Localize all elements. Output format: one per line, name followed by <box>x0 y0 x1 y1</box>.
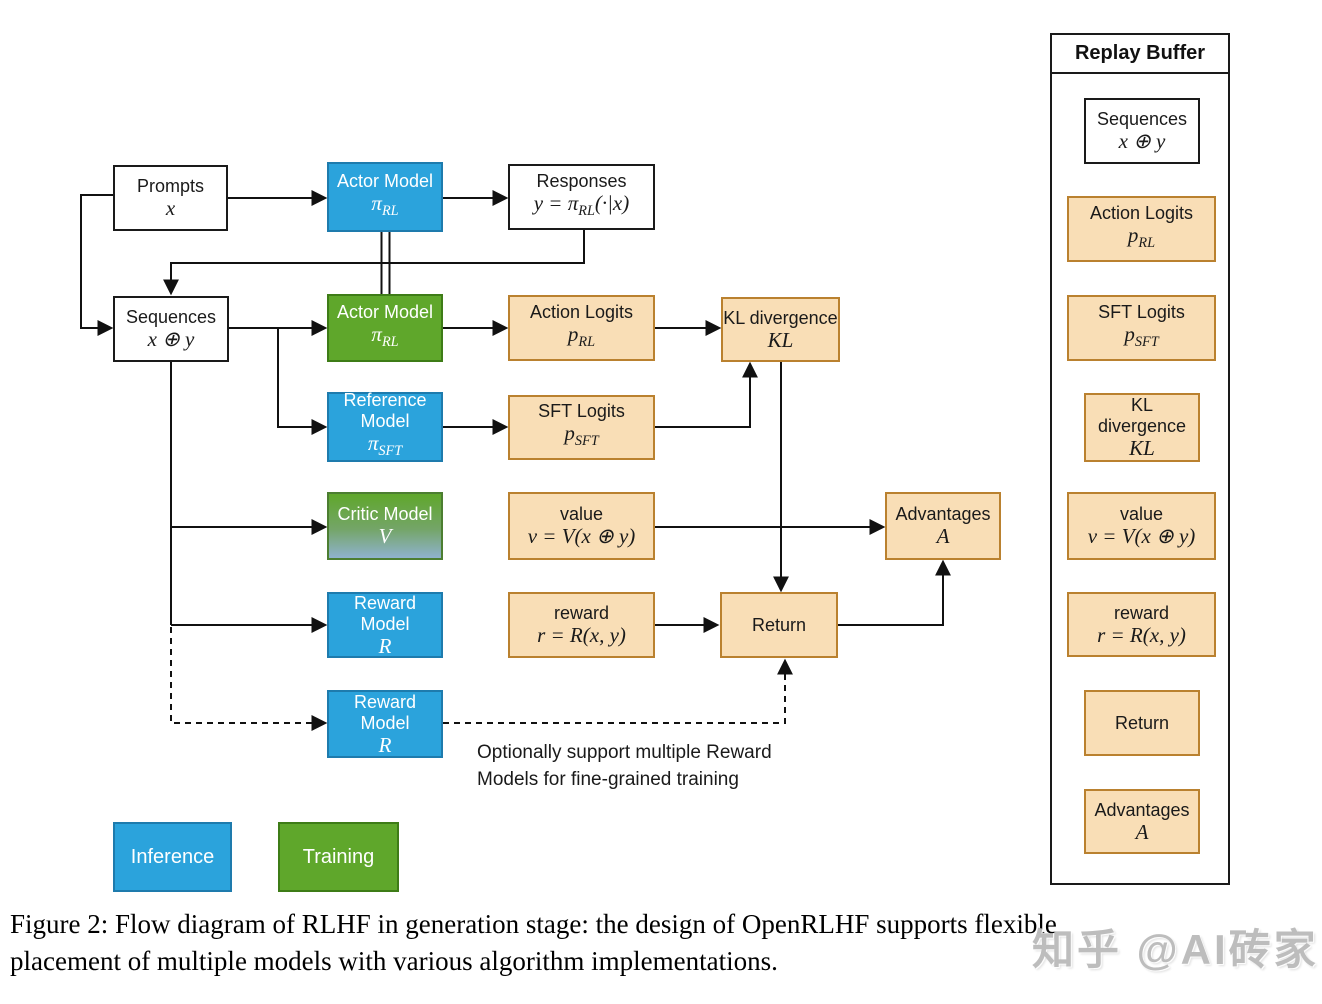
node-title: Sequences <box>1096 109 1188 129</box>
node-title: Actor Model <box>336 301 434 322</box>
legend-training-label: Training <box>302 845 375 868</box>
node-actor-model-inference: Actor Model πRL <box>327 162 443 232</box>
node-reward-model: Reward Model R <box>327 592 443 658</box>
node-action-logits: Action Logits pRL <box>508 295 655 361</box>
node-title: reward <box>1113 602 1170 623</box>
replay-buffer-title: Replay Buffer <box>1052 35 1228 74</box>
node-title: Action Logits <box>1089 202 1194 223</box>
node-title: Reward Model <box>353 592 417 634</box>
node-title: Advantages <box>895 504 991 524</box>
replay-item-return: Return <box>1084 690 1200 756</box>
node-math: y = πRL(·|x) <box>533 190 630 220</box>
node-title: SFT Logits <box>538 401 625 422</box>
arrow-sequences-to-optional-reward-model <box>170 627 328 731</box>
node-title: Return <box>1114 712 1170 733</box>
node-math: πRL <box>371 321 399 351</box>
node-kl-divergence: KL divergence KL <box>721 297 840 362</box>
node-title: Prompts <box>136 176 205 196</box>
node-critic-model: Critic Model V <box>327 492 443 560</box>
node-actor-model-training: Actor Model πRL <box>327 294 443 362</box>
zhihu-watermark: 知乎 @AI砖家 <box>1032 926 1319 973</box>
node-math: KL <box>767 327 794 352</box>
node-title: Return <box>751 614 807 635</box>
caption-line-2: placement of multiple models with variou… <box>10 946 778 976</box>
node-math: A <box>1135 819 1149 844</box>
node-title: Critic Model <box>337 504 433 524</box>
replay-item-value: value v = V(x ⊕ y) <box>1067 492 1216 560</box>
replay-item-sequences: Sequences x ⊕ y <box>1084 98 1200 164</box>
note-line-1: Optionally support multiple Reward <box>477 742 772 763</box>
node-title: SFT Logits <box>1098 301 1185 322</box>
node-math: pRL <box>567 321 596 351</box>
link-actor-weight-sync-double-line <box>380 232 391 294</box>
node-math: KL <box>1129 436 1155 460</box>
node-math: v = V(x ⊕ y) <box>527 524 636 548</box>
replay-item-advantages: Advantages A <box>1084 789 1200 854</box>
node-title: KL divergence <box>1097 395 1187 436</box>
legend-training: Training <box>278 822 399 892</box>
node-math: v = V(x ⊕ y) <box>1087 524 1196 548</box>
node-return: Return <box>720 592 838 658</box>
arrow-prompts-to-sequences <box>80 194 114 336</box>
node-math: A <box>936 524 950 548</box>
node-value: value v = V(x ⊕ y) <box>508 492 655 560</box>
node-math: r = R(x, y) <box>1097 622 1186 647</box>
arrow-return-to-advantages <box>838 559 951 626</box>
node-math: V <box>378 524 392 548</box>
node-title: Reference Model <box>343 390 427 432</box>
node-math: x ⊕ y <box>147 327 195 351</box>
node-title: Reward Model <box>353 691 417 733</box>
node-title: Sequences <box>125 307 217 327</box>
node-title: Action Logits <box>529 301 634 322</box>
node-math: pSFT <box>1124 321 1159 351</box>
replay-item-reward: reward r = R(x, y) <box>1067 592 1216 657</box>
node-title: value <box>559 504 604 524</box>
node-math: r = R(x, y) <box>537 623 626 647</box>
arrow-optional-reward-to-return <box>443 658 793 724</box>
node-math: πRL <box>371 190 399 220</box>
optional-reward-note: Optionally support multiple Reward Model… <box>477 739 772 793</box>
arrow-sequences-to-reference <box>277 328 328 435</box>
node-math: x <box>165 196 176 220</box>
node-sft-logits: SFT Logits pSFT <box>508 395 655 460</box>
replay-item-action-logits: Action Logits pRL <box>1067 196 1216 262</box>
node-title: Actor Model <box>336 170 434 191</box>
node-sequences: Sequences x ⊕ y <box>113 296 229 362</box>
node-responses: Responses y = πRL(·|x) <box>508 164 655 230</box>
legend-inference-label: Inference <box>130 845 215 868</box>
node-title: KL divergence <box>723 307 838 328</box>
node-reward-model-optional: Reward Model R <box>327 690 443 758</box>
arrow-sft-logits-to-kl <box>655 361 758 428</box>
node-math: πSFT <box>367 431 403 460</box>
node-math: R <box>378 633 392 658</box>
node-reference-model: Reference Model πSFT <box>327 390 443 462</box>
replay-item-kl-divergence: KL divergence KL <box>1084 393 1200 462</box>
node-title: Responses <box>536 170 627 191</box>
node-math: R <box>378 732 392 757</box>
note-line-2: Models for fine-grained training <box>477 769 739 790</box>
figure-caption: Figure 2: Flow diagram of RLHF in genera… <box>10 906 1057 980</box>
node-advantages: Advantages A <box>885 492 1001 560</box>
node-prompts: Prompts x <box>113 165 228 231</box>
caption-line-1: Figure 2: Flow diagram of RLHF in genera… <box>10 909 1057 939</box>
node-math: x ⊕ y <box>1118 129 1166 153</box>
node-math: pSFT <box>564 421 599 450</box>
node-title: value <box>1119 504 1164 524</box>
node-math: pRL <box>1127 222 1156 252</box>
node-title: Advantages <box>1094 799 1190 820</box>
legend-inference: Inference <box>113 822 232 892</box>
node-reward: reward r = R(x, y) <box>508 592 655 658</box>
arrow-responses-to-sequences <box>163 230 585 296</box>
replay-item-sft-logits: SFT Logits pSFT <box>1067 295 1216 361</box>
node-title: reward <box>553 603 610 623</box>
